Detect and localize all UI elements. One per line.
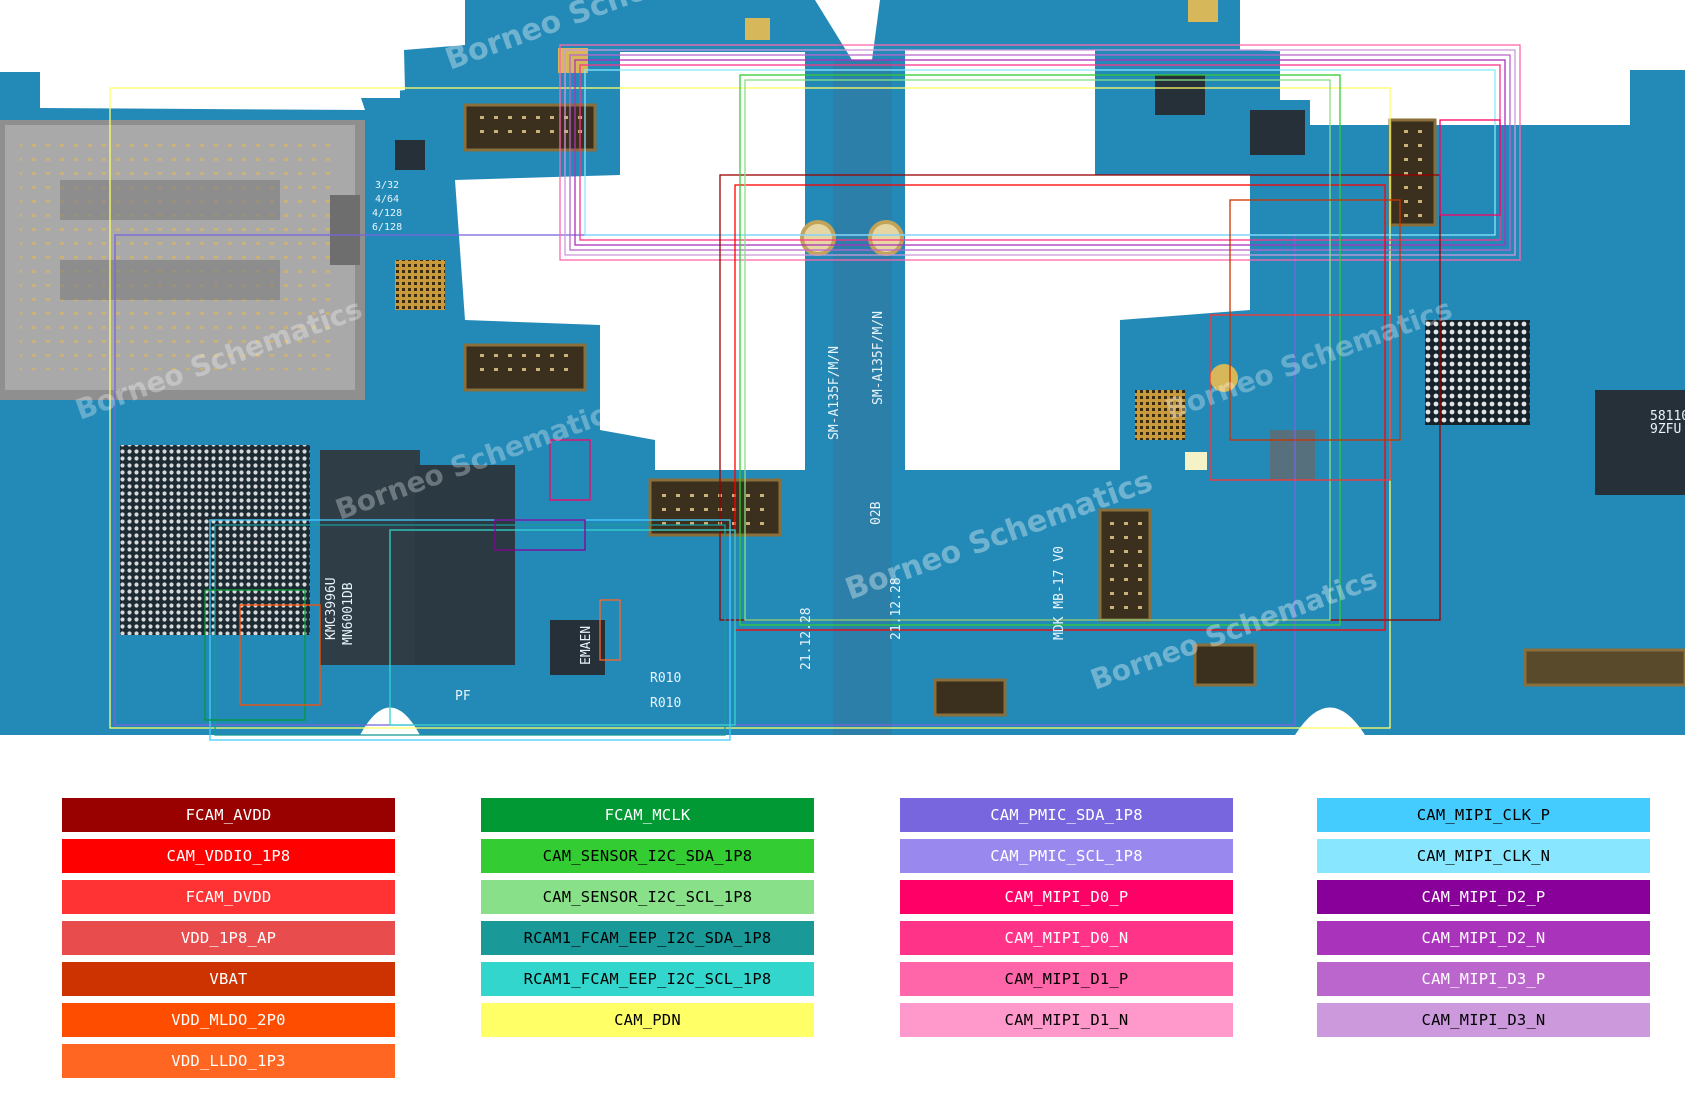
legend-label: CAM_MIPI_D2_N [1421, 929, 1546, 947]
legend-label: CAM_MIPI_D0_P [1004, 888, 1129, 906]
connector-edge [1523, 648, 1685, 687]
legend-item: VDD_MLDO_2P0 [62, 1003, 395, 1037]
legend-label: CAM_PMIC_SDA_1P8 [990, 806, 1143, 824]
legend-label: VDD_LLDO_1P3 [171, 1052, 286, 1070]
legend-item: VDD_LLDO_1P3 [62, 1044, 395, 1078]
legend-label: CAM_VDDIO_1P8 [166, 847, 291, 865]
legend-item: CAM_MIPI_D3_P [1317, 962, 1650, 996]
legend-label: CAM_MIPI_D1_N [1004, 1011, 1129, 1029]
legend-item: RCAM1_FCAM_EEP_I2C_SDA_1P8 [481, 921, 814, 955]
svg-text:EMAEN: EMAEN [579, 626, 594, 665]
legend-item: CAM_MIPI_D1_N [900, 1003, 1233, 1037]
legend-item: CAM_PMIC_SDA_1P8 [900, 798, 1233, 832]
legend-item: CAM_MIPI_D0_P [900, 880, 1233, 914]
svg-text:3/32: 3/32 [375, 180, 399, 191]
legend-label: CAM_MIPI_D2_P [1421, 888, 1546, 906]
legend-item: CAM_MIPI_D1_P [900, 962, 1233, 996]
legend-label: CAM_MIPI_D1_P [1004, 970, 1129, 988]
svg-text:SM-A135F/M/N: SM-A135F/M/N [827, 346, 842, 440]
legend-item: CAM_PDN [481, 1003, 814, 1037]
legend-item: CAM_PMIC_SCL_1P8 [900, 839, 1233, 873]
legend-item: CAM_SENSOR_I2C_SCL_1P8 [481, 880, 814, 914]
legend-item: CAM_MIPI_CLK_N [1317, 839, 1650, 873]
legend-item: FCAM_DVDD [62, 880, 395, 914]
legend-item: CAM_MIPI_CLK_P [1317, 798, 1650, 832]
legend-label: CAM_PMIC_SCL_1P8 [990, 847, 1143, 865]
pmic-bga [1425, 320, 1530, 425]
legend-item: VBAT [62, 962, 395, 996]
legend-item: FCAM_MCLK [481, 798, 814, 832]
legend-item: VDD_1P8_AP [62, 921, 395, 955]
legend-item: CAM_MIPI_D3_N [1317, 1003, 1650, 1037]
legend-column-4: CAM_MIPI_CLK_P CAM_MIPI_CLK_N CAM_MIPI_D2_… [1317, 798, 1650, 1044]
legend-label: CAM_SENSOR_I2C_SDA_1P8 [542, 847, 753, 865]
legend-label: CAM_PDN [614, 1011, 681, 1029]
svg-text:6/128: 6/128 [372, 222, 402, 233]
legend-label: FCAM_MCLK [604, 806, 691, 824]
cutout-left [455, 52, 805, 470]
legend-item: CAM_MIPI_D0_N [900, 921, 1233, 955]
svg-text:KMC3996U: KMC3996U [324, 577, 339, 640]
legend-label: CAM_MIPI_CLK_P [1416, 806, 1551, 824]
svg-text:R010: R010 [650, 671, 681, 686]
svg-text:PF: PF [455, 689, 471, 704]
svg-text:R010: R010 [650, 696, 681, 711]
legend-item: CAM_VDDIO_1P8 [62, 839, 395, 873]
legend-label: RCAM1_FCAM_EEP_I2C_SDA_1P8 [523, 929, 772, 947]
svg-text:21.12.28: 21.12.28 [799, 607, 814, 670]
svg-text:MN6001DB: MN6001DB [341, 582, 356, 645]
legend-item: CAM_MIPI_D2_N [1317, 921, 1650, 955]
connector-bottom [933, 678, 1007, 717]
svg-text:SM-A135F/M/N: SM-A135F/M/N [871, 311, 886, 405]
svg-text:58110: 58110 [1650, 409, 1685, 424]
svg-text:02B: 02B [869, 501, 884, 525]
svg-text:21.12.28: 21.12.28 [889, 577, 904, 640]
legend-label: CAM_MIPI_D3_N [1421, 1011, 1546, 1029]
legend-label: RCAM1_FCAM_EEP_I2C_SCL_1P8 [523, 970, 772, 988]
legend-item: CAM_SENSOR_I2C_SDA_1P8 [481, 839, 814, 873]
svg-text:4/128: 4/128 [372, 208, 402, 219]
svg-text:4/64: 4/64 [375, 194, 399, 205]
legend-label: CAM_SENSOR_I2C_SCL_1P8 [542, 888, 753, 906]
svg-text:9ZFU: 9ZFU [1650, 422, 1681, 437]
legend-label: CAM_MIPI_D3_P [1421, 970, 1546, 988]
legend-label: FCAM_DVDD [185, 888, 272, 906]
legend-item: RCAM1_FCAM_EEP_I2C_SCL_1P8 [481, 962, 814, 996]
legend-label: VDD_MLDO_2P0 [171, 1011, 286, 1029]
legend-label: FCAM_AVDD [185, 806, 272, 824]
legend-label: CAM_MIPI_D0_N [1004, 929, 1129, 947]
legend-label: CAM_MIPI_CLK_N [1416, 847, 1551, 865]
legend-item: FCAM_AVDD [62, 798, 395, 832]
legend-label: VBAT [209, 970, 248, 988]
svg-text:MDK MB-17 V0: MDK MB-17 V0 [1052, 546, 1067, 640]
legend-item: CAM_MIPI_D2_P [1317, 880, 1650, 914]
legend-label: VDD_1P8_AP [180, 929, 277, 947]
